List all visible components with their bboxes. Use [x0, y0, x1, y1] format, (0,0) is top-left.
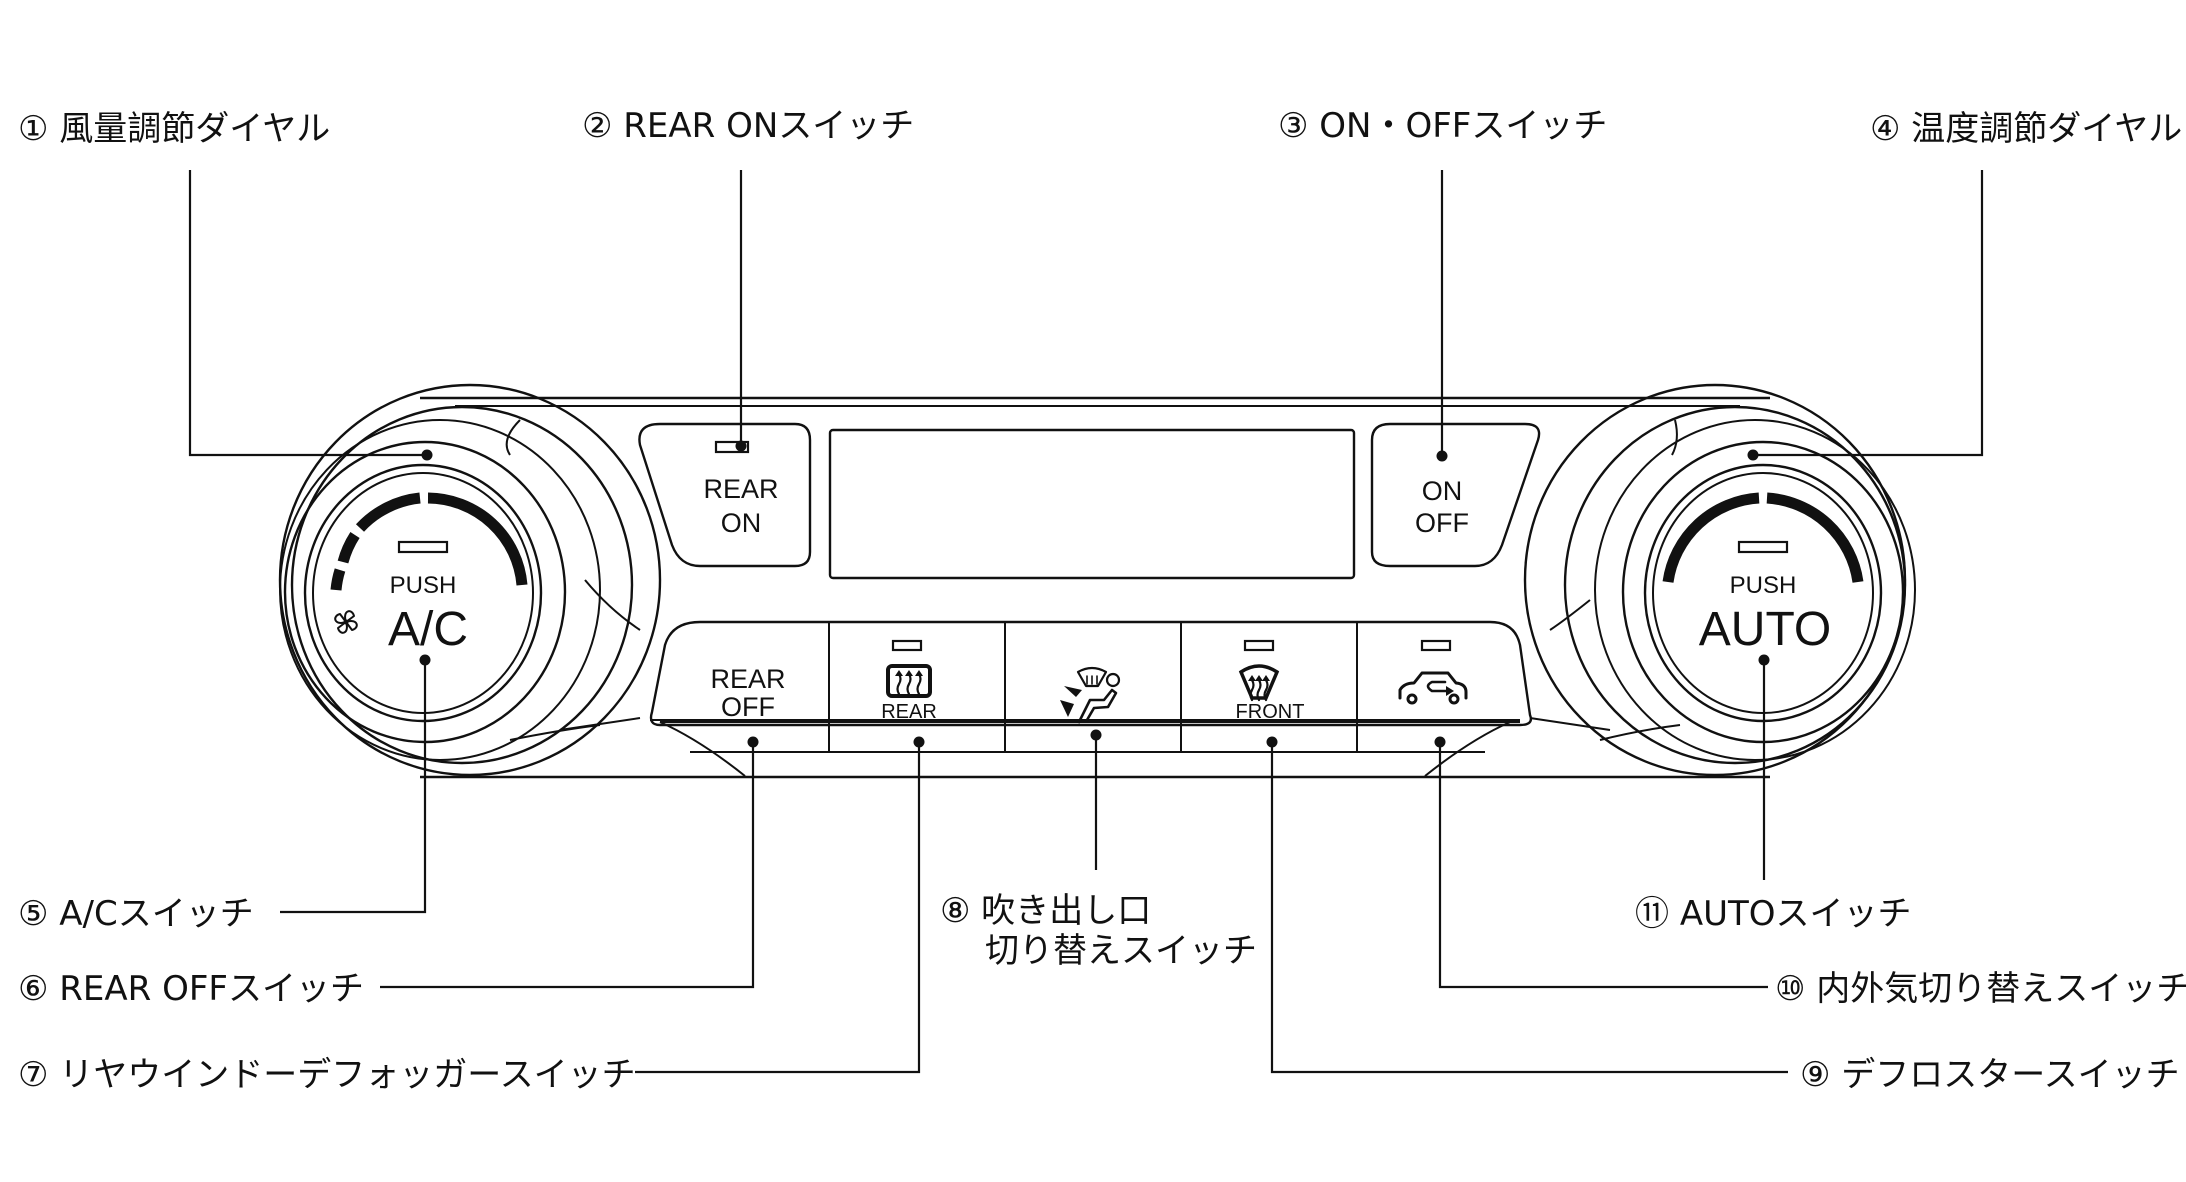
leader-lines: [188, 170, 1984, 1074]
callout-10: ⑩ 内外気切り替えスイッチ: [1775, 969, 2186, 1009]
callout-1: ① 風量調節ダイヤル: [18, 109, 330, 149]
auto-indicator-light: [1737, 540, 1789, 554]
air-outlet-mode-icon: [1060, 666, 1121, 724]
rear-on-indicator-light: [714, 440, 750, 454]
panel-body: [420, 396, 1770, 779]
fan-level-arc-1: [330, 568, 346, 591]
rear-off-label-1: REAR: [710, 664, 785, 694]
callout-5: ⑤ A/Cスイッチ: [18, 894, 254, 934]
callout-6: ⑥ REAR OFFスイッチ: [18, 969, 364, 1009]
callout-11: ⑪ AUTOスイッチ: [1635, 894, 1912, 934]
callout-8-line2: 切り替えスイッチ: [985, 931, 1257, 971]
auto-main-label: AUTO: [1699, 603, 1831, 656]
ac-indicator-light: [397, 540, 449, 554]
rear-defogger-icon: [886, 664, 932, 698]
ac-push-button[interactable]: PUSH A/C: [303, 463, 543, 723]
fan-level-arc-3: [355, 492, 421, 532]
callout-2: ② REAR ONスイッチ: [582, 106, 914, 146]
fan-level-arc-2: [337, 532, 360, 564]
fan-icon: [334, 610, 358, 634]
rear-off-button[interactable]: REAR OFF: [660, 624, 828, 722]
callout-7: ⑦ リヤウインドーデフォッガースイッチ: [18, 1055, 636, 1095]
bottom-button-strip: [649, 620, 1533, 752]
rear-defogger-button[interactable]: REAR: [881, 639, 937, 723]
rear-on-label-2: ON: [721, 508, 762, 538]
on-off-label-1: ON: [1422, 476, 1463, 506]
rear-on-label-1: REAR: [703, 474, 778, 504]
rear-on-button[interactable]: REAR ON: [638, 422, 812, 568]
callout-8: ⑧ 吹き出し口: [940, 891, 1151, 931]
callout-labels: ① 風量調節ダイヤル ② REAR ONスイッチ ③ ON・OFFスイッチ ④ …: [18, 106, 2186, 1095]
air-outlet-mode-button[interactable]: [1060, 666, 1121, 724]
front-defroster-label: FRONT: [1236, 701, 1305, 723]
display-screen: [828, 428, 1356, 580]
temperature-dial[interactable]: [1523, 383, 1916, 777]
ac-push-label: PUSH: [390, 572, 457, 599]
temp-arc-left: [1662, 492, 1760, 583]
rear-defogger-indicator-light: [891, 639, 923, 652]
auto-push-label: PUSH: [1730, 572, 1797, 599]
front-defroster-icon: [1238, 664, 1280, 702]
recirculation-indicator-light: [1420, 639, 1452, 652]
fan-level-arc-4: [427, 492, 528, 586]
temp-arc-right: [1766, 492, 1864, 583]
rear-defogger-label: REAR: [881, 701, 937, 723]
ac-main-label: A/C: [388, 603, 468, 656]
front-defroster-button[interactable]: FRONT: [1236, 639, 1305, 723]
callout-3: ③ ON・OFFスイッチ: [1278, 106, 1607, 146]
recirculation-button[interactable]: [1398, 639, 1468, 705]
on-off-button[interactable]: ON OFF: [1370, 422, 1541, 568]
on-off-label-2: OFF: [1415, 508, 1469, 538]
front-defroster-indicator-light: [1243, 639, 1275, 652]
recirculation-car-icon: [1398, 671, 1468, 705]
rear-off-label-2: OFF: [721, 692, 775, 722]
callout-9: ⑨ デフロスタースイッチ: [1800, 1055, 2180, 1095]
callout-4: ④ 温度調節ダイヤル: [1870, 109, 2182, 149]
